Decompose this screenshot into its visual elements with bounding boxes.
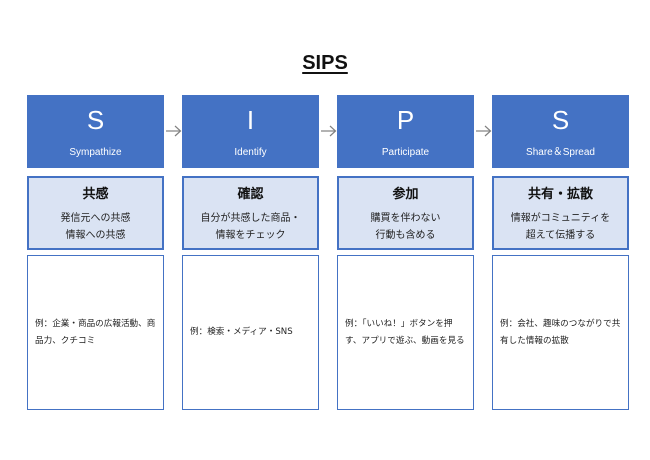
- stage-name: Share＆Spread: [526, 147, 595, 158]
- description-line: 超えて伝播する: [525, 230, 596, 241]
- stage-box-share-spread: S Share＆Spread: [492, 95, 629, 168]
- arrow-right-icon: [321, 125, 337, 137]
- stage-letter: S: [86, 105, 105, 135]
- stage-letter: I: [246, 105, 255, 135]
- summary-heading: 共有・拡散: [527, 187, 593, 202]
- diagram-title: SIPS: [302, 52, 348, 74]
- stage-name: Participate: [381, 147, 430, 158]
- description-line: 情報をチェック: [215, 230, 286, 241]
- stage-name: Sympathize: [69, 147, 122, 158]
- description-line: 発信元への共感: [60, 213, 131, 224]
- summary-description: 購買を伴わない 行動も含める: [339, 210, 472, 244]
- stage-box-participate: P Participate: [337, 95, 474, 168]
- description-line: 情報への共感: [65, 230, 126, 241]
- summary-box-participate: 参加 購買を伴わない 行動も含める: [337, 176, 474, 250]
- description-line: 行動も含める: [375, 230, 436, 241]
- summary-heading: 共感: [82, 187, 109, 202]
- description-line: 情報がコミュニティを: [510, 213, 611, 224]
- stage-box-sympathize: S Sympathize: [27, 95, 164, 168]
- stage-letter: S: [551, 105, 570, 135]
- summary-description: 自分が共感した商品・ 情報をチェック: [184, 210, 317, 244]
- summary-heading: 確認: [237, 187, 264, 202]
- summary-heading: 参加: [392, 187, 419, 202]
- example-text: 例：会社、趣味のつながりで共有した情報の拡散: [500, 318, 621, 346]
- example-box-sympathize: 例：企業・商品の広報活動、商品力、クチコミ: [27, 255, 164, 410]
- description-line: 自分が共感した商品・: [200, 213, 301, 224]
- summary-box-identify: 確認 自分が共感した商品・ 情報をチェック: [182, 176, 319, 250]
- summary-box-sympathize: 共感 発信元への共感 情報への共感: [27, 176, 164, 250]
- example-box-identify: 例：検索・メディア・SNS: [182, 255, 319, 410]
- arrow-right-icon: [476, 125, 492, 137]
- example-box-participate: 例：「いいね！」ボタンを押す、アプリで遊ぶ、動画を見る: [337, 255, 474, 410]
- summary-description: 情報がコミュニティを 超えて伝播する: [494, 210, 627, 244]
- stage-name: Identify: [234, 147, 267, 158]
- summary-box-share-spread: 共有・拡散 情報がコミュニティを 超えて伝播する: [492, 176, 629, 250]
- example-text: 例：「いいね！」ボタンを押す、アプリで遊ぶ、動画を見る: [345, 318, 465, 346]
- example-text: 例：検索・メディア・SNS: [190, 327, 293, 337]
- example-box-share-spread: 例：会社、趣味のつながりで共有した情報の拡散: [492, 255, 629, 410]
- summary-description: 発信元への共感 情報への共感: [29, 210, 162, 244]
- stage-box-identify: I Identify: [182, 95, 319, 168]
- description-line: 購買を伴わない: [370, 213, 441, 224]
- arrow-right-icon: [166, 125, 182, 137]
- stage-letter: P: [396, 105, 415, 135]
- example-text: 例：企業・商品の広報活動、商品力、クチコミ: [35, 318, 156, 346]
